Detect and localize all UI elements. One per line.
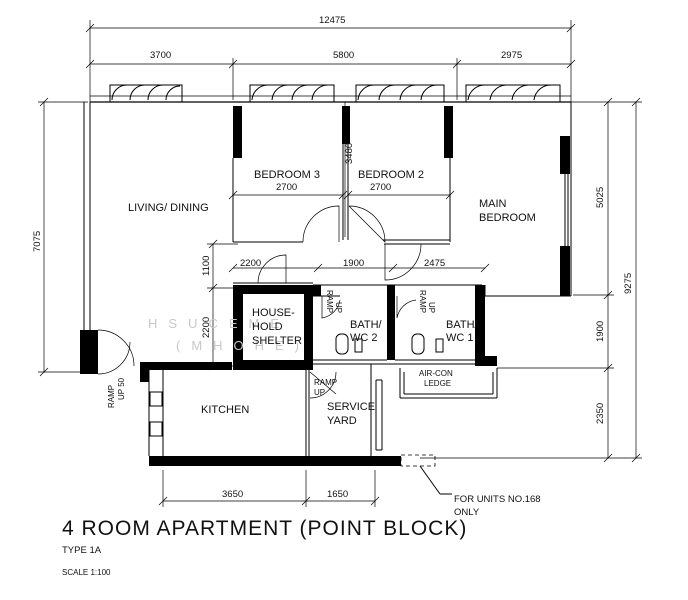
dim-bedroom2-width: 2700 (370, 182, 391, 193)
ramp-bath1-up: UP (427, 302, 436, 313)
dim-left-2200: 2200 (201, 317, 212, 338)
dim-corridor-c: 2475 (424, 258, 445, 269)
ramp-bath2-up: UP (334, 302, 343, 313)
units-note: FOR UNITS NO.168 ONLY (454, 494, 541, 518)
svg-text:HSUCEME: HSUCEME (148, 316, 290, 331)
dim-bottom-kitchen: 3650 (222, 489, 243, 500)
dim-corridor-a: 2200 (240, 258, 261, 269)
dim-right-upper: 5025 (595, 187, 606, 208)
note-line2: ONLY (454, 507, 480, 518)
room-kitchen: KITCHEN (201, 404, 249, 416)
room-bath2-line2: WC 2 (350, 332, 378, 344)
title-block: 4 ROOM APARTMENT (POINT BLOCK) TYPE 1A S… (62, 517, 467, 577)
dim-left-1100: 1100 (201, 256, 212, 276)
room-aircon-line2: LEDGE (424, 379, 451, 388)
dim-corridor-b: 1900 (343, 258, 364, 269)
dim-overall: 12475 (319, 15, 345, 26)
room-bath1-line1: BATH/ (446, 319, 479, 331)
ramp-entry-label: RAMP (107, 385, 116, 408)
dim-top-bedrooms: 5800 (333, 50, 354, 61)
dim-bedroom3-width: 2700 (276, 182, 297, 193)
room-household-line1: HOUSE- (252, 307, 295, 319)
svg-text:(MHOHE): (MHOHE) (176, 338, 310, 353)
walls (80, 102, 572, 495)
window-bays (90, 84, 571, 103)
dimension-lines (38, 20, 642, 507)
dim-right-lower: 2350 (595, 403, 606, 424)
plan-title: 4 ROOM APARTMENT (POINT BLOCK) (62, 517, 467, 540)
ramp-entry-up: UP 50 (117, 377, 126, 400)
room-bedroom-2: BEDROOM 2 (358, 169, 424, 181)
dim-right-middle: 1900 (595, 321, 606, 342)
room-aircon-line1: AIR-CON (419, 369, 453, 378)
room-household-line2: HOLD (252, 321, 283, 333)
room-bath2-line1: BATH/ (350, 319, 383, 331)
ramp-yard-up: UP (314, 388, 325, 397)
dim-bottom-yard: 1650 (327, 489, 348, 500)
room-household-line3: SHELTER (252, 335, 302, 347)
watermark: HSUCEME (MHOHE) (148, 316, 310, 353)
ramp-bath1-label: RAMP (418, 290, 427, 313)
room-living-dining: LIVING/ DINING (128, 202, 209, 214)
room-service-line2: YARD (327, 415, 357, 427)
dim-bedroom-depth: 3480 (344, 143, 355, 164)
dim-right-total: 9275 (623, 273, 634, 294)
note-line1: FOR UNITS NO.168 (454, 494, 541, 505)
door-swings (97, 205, 422, 399)
room-main-line2: BEDROOM (479, 212, 536, 224)
plan-scale: SCALE 1:100 (62, 568, 111, 577)
dim-top-main: 2975 (501, 50, 522, 61)
room-bedroom-3: BEDROOM 3 (254, 169, 320, 181)
ramp-yard-label: RAMP (314, 378, 337, 387)
dim-left-total: 7075 (32, 231, 43, 252)
room-labels: LIVING/ DINING BEDROOM 3 BEDROOM 2 MAIN … (128, 169, 536, 427)
room-service-line1: SERVICE (327, 401, 375, 413)
room-bath1-line2: WC 1 (446, 332, 474, 344)
ramp-bath2-label: RAMP (325, 290, 334, 313)
ramp-labels: RAMP UP RAMP UP RAMP UP RAMP UP 50 (107, 290, 436, 408)
room-main-line1: MAIN (479, 198, 507, 210)
dim-top-living: 3700 (150, 50, 171, 61)
fixtures (335, 333, 444, 355)
dimension-labels: 12475 3700 5800 2975 7075 5025 9275 1900… (32, 15, 634, 500)
plan-type: TYPE 1A (62, 545, 102, 556)
